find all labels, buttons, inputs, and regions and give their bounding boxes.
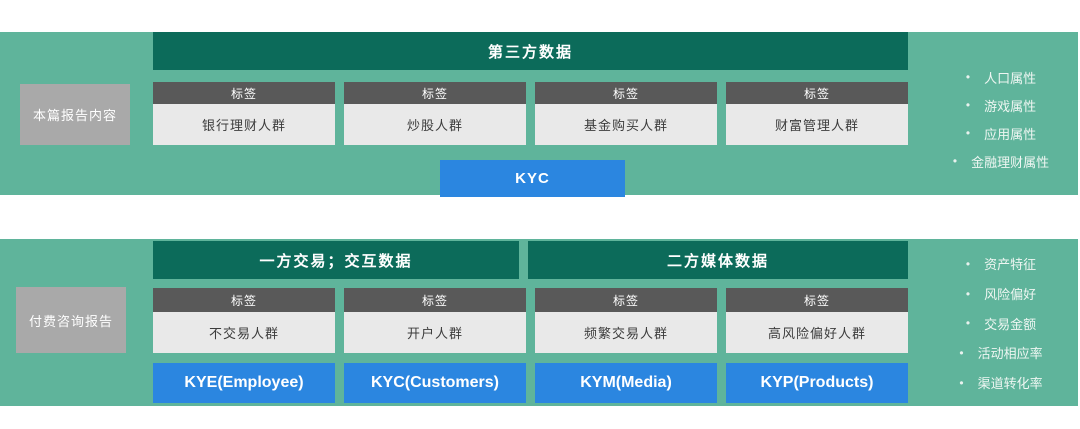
list-item: • 金融理财属性 bbox=[928, 147, 1074, 175]
tag-header: 标签 bbox=[535, 288, 717, 312]
bottom-panel: 付费咨询报告 一方交易；交互数据 二方媒体数据 标签 不交易人群 标签 开户人群… bbox=[0, 239, 1078, 406]
attribute-label: 人口属性 bbox=[984, 70, 1037, 86]
segment-cell: 不交易人群 bbox=[153, 312, 335, 353]
attribute-label: 交易金额 bbox=[984, 316, 1037, 332]
column-fund-buyers: 标签 基金购买人群 bbox=[535, 82, 717, 145]
attribute-label: 资产特征 bbox=[984, 257, 1037, 273]
attribute-label: 风险偏好 bbox=[984, 287, 1037, 303]
kyp-products-button: KYP(Products) bbox=[726, 363, 908, 403]
tag-header: 标签 bbox=[153, 288, 335, 312]
attribute-label: 渠道转化率 bbox=[977, 376, 1043, 392]
attribute-label: 应用属性 bbox=[984, 126, 1037, 142]
attribute-label: 活动相应率 bbox=[977, 346, 1043, 362]
bottom-section-label: 付费咨询报告 bbox=[16, 287, 126, 353]
bottom-header-second-party-media-data: 二方媒体数据 bbox=[528, 241, 908, 279]
top-columns: 标签 银行理财人群 标签 炒股人群 标签 基金购买人群 标签 财富管理人群 bbox=[153, 82, 908, 145]
segment-cell: 银行理财人群 bbox=[153, 104, 335, 145]
segment-cell: 频繁交易人群 bbox=[535, 312, 717, 353]
bullet-icon: • bbox=[952, 154, 958, 168]
bullet-icon: • bbox=[965, 126, 971, 140]
bullet-icon: • bbox=[965, 256, 971, 271]
tag-header: 标签 bbox=[153, 82, 335, 104]
segment-cell: 财富管理人群 bbox=[726, 104, 908, 145]
segment-cell: 炒股人群 bbox=[344, 104, 526, 145]
bullet-icon: • bbox=[965, 98, 971, 112]
segment-cell: 开户人群 bbox=[344, 312, 526, 353]
bottom-columns: 标签 不交易人群 标签 开户人群 标签 频繁交易人群 标签 高风险偏好人群 bbox=[153, 288, 908, 353]
list-item: • 游戏属性 bbox=[928, 91, 1074, 119]
bullet-icon: • bbox=[959, 375, 964, 390]
list-item: • 渠道转化率 bbox=[926, 368, 1076, 398]
tag-header: 标签 bbox=[726, 82, 908, 104]
bottom-attributes-list: • 资产特征 • 风险偏好 • 交易金额 • 活动相应率 • 渠道转化率 bbox=[926, 249, 1076, 397]
tag-header: 标签 bbox=[535, 82, 717, 104]
list-item: • 人口属性 bbox=[928, 63, 1074, 91]
top-header-third-party-data: 第三方数据 bbox=[153, 32, 908, 70]
bullet-icon: • bbox=[965, 316, 971, 331]
list-item: • 活动相应率 bbox=[926, 338, 1076, 368]
column-account-opening: 标签 开户人群 bbox=[344, 288, 526, 353]
list-item: • 资产特征 bbox=[926, 249, 1076, 279]
bullet-icon: • bbox=[959, 345, 964, 360]
top-section-label: 本篇报告内容 bbox=[20, 84, 130, 145]
attribute-label: 金融理财属性 bbox=[971, 154, 1050, 170]
bullet-icon: • bbox=[965, 70, 971, 84]
kyc-button: KYC bbox=[440, 160, 625, 197]
attribute-label: 游戏属性 bbox=[984, 98, 1037, 114]
top-panel: 本篇报告内容 第三方数据 标签 银行理财人群 标签 炒股人群 标签 基金购买人群… bbox=[0, 32, 1078, 197]
list-item: • 应用属性 bbox=[928, 119, 1074, 147]
bullet-icon: • bbox=[965, 286, 971, 301]
column-high-risk-preference: 标签 高风险偏好人群 bbox=[726, 288, 908, 353]
column-stock-trading: 标签 炒股人群 bbox=[344, 82, 526, 145]
top-attributes-list: • 人口属性 • 游戏属性 • 应用属性 • 金融理财属性 bbox=[928, 63, 1074, 175]
list-item: • 交易金额 bbox=[926, 308, 1076, 338]
ky-button-row: KYE(Employee) KYC(Customers) KYM(Media) … bbox=[153, 363, 908, 403]
tag-header: 标签 bbox=[726, 288, 908, 312]
bottom-header-first-party-data: 一方交易；交互数据 bbox=[153, 241, 519, 279]
column-non-trading: 标签 不交易人群 bbox=[153, 288, 335, 353]
column-bank-wealth: 标签 银行理财人群 bbox=[153, 82, 335, 145]
tag-header: 标签 bbox=[344, 82, 526, 104]
column-wealth-management: 标签 财富管理人群 bbox=[726, 82, 908, 145]
column-frequent-trading: 标签 频繁交易人群 bbox=[535, 288, 717, 353]
segment-cell: 高风险偏好人群 bbox=[726, 312, 908, 353]
kye-employee-button: KYE(Employee) bbox=[153, 363, 335, 403]
list-item: • 风险偏好 bbox=[926, 279, 1076, 309]
kyc-customers-button: KYC(Customers) bbox=[344, 363, 526, 403]
segment-cell: 基金购买人群 bbox=[535, 104, 717, 145]
tag-header: 标签 bbox=[344, 288, 526, 312]
kym-media-button: KYM(Media) bbox=[535, 363, 717, 403]
